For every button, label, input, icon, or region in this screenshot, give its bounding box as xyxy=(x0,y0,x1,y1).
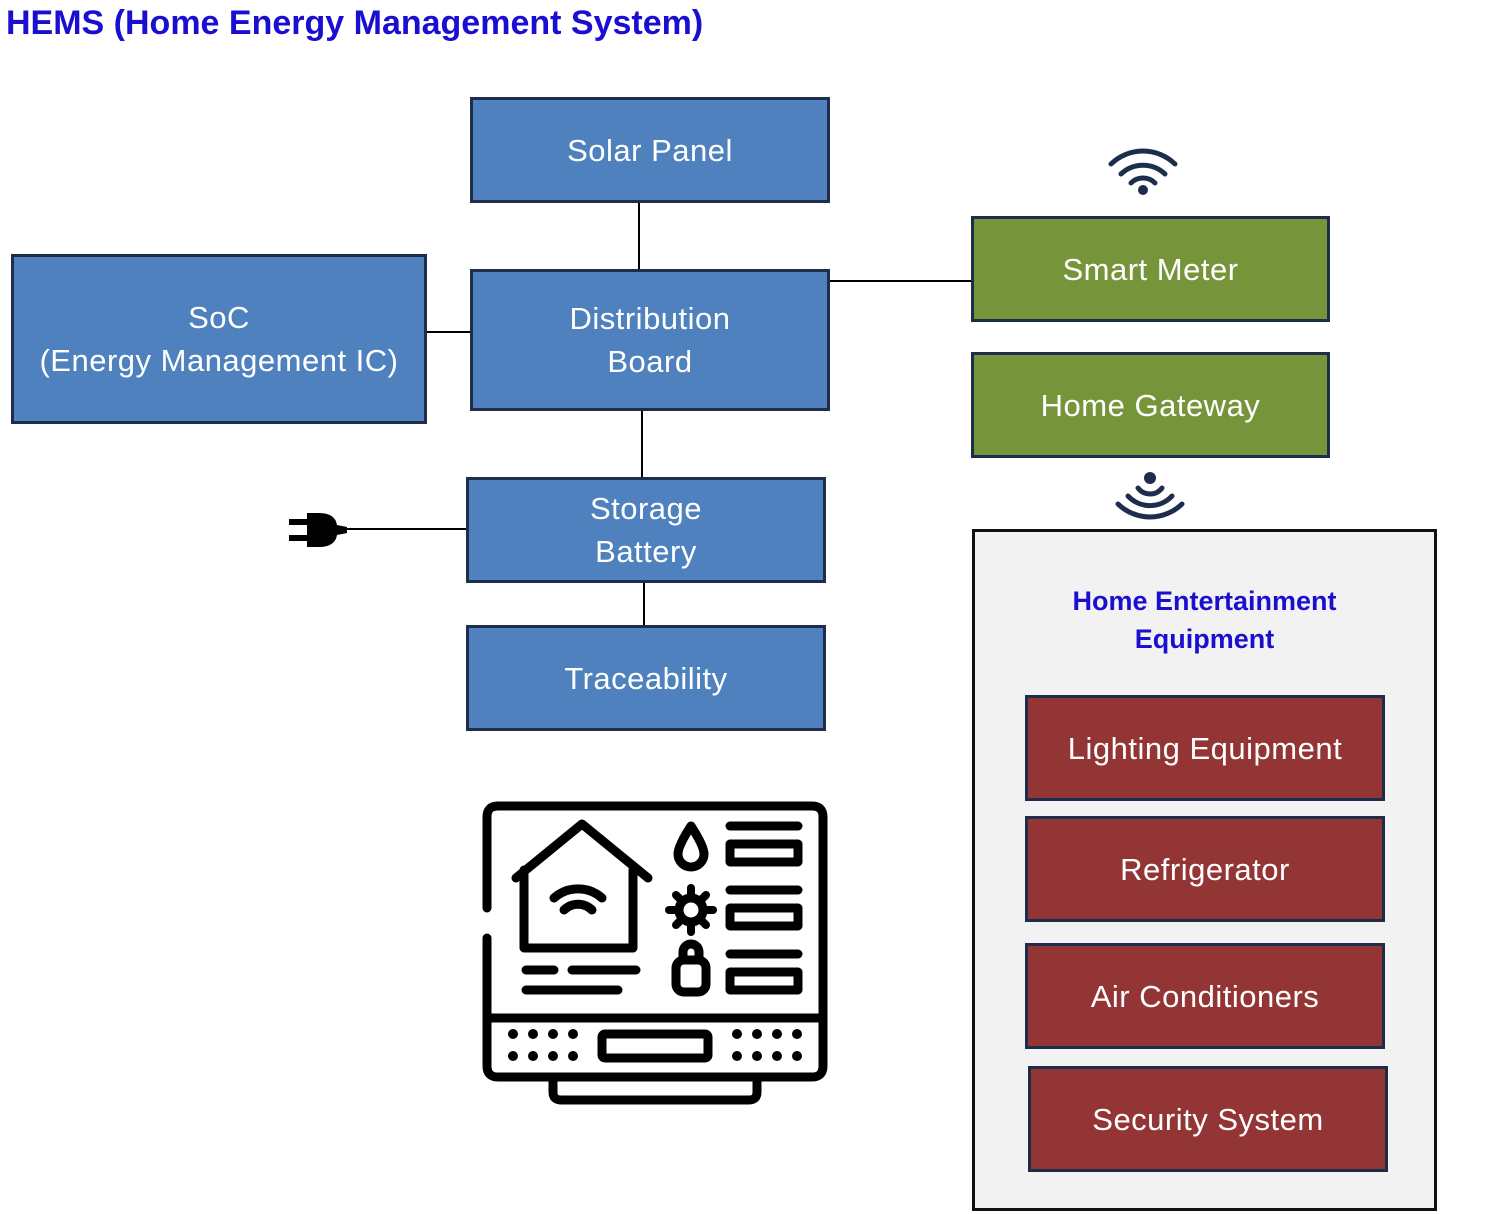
home-entertainment-title: Home Entertainment Equipment xyxy=(975,582,1434,658)
refrigerator-label: Refrigerator xyxy=(1120,851,1290,887)
storage-label-line1: Storage xyxy=(589,491,703,526)
soc-box: SoC (Energy Management IC) xyxy=(11,254,427,424)
connector-storage-traceability xyxy=(643,582,645,628)
security-system-box: Security System xyxy=(1028,1066,1388,1172)
soc-label-line1: SoC xyxy=(188,300,250,335)
wifi-icon xyxy=(1108,148,1178,195)
refrigerator-box: Refrigerator xyxy=(1025,816,1385,922)
distribution-label-line1: Distribution xyxy=(569,301,731,336)
distribution-board-box: Distribution Board xyxy=(470,269,830,411)
traceability-label: Traceability xyxy=(564,660,728,696)
connector-solar-distribution xyxy=(638,202,640,272)
air-conditioners-label: Air Conditioners xyxy=(1090,978,1320,1014)
distribution-label-line2: Board xyxy=(607,344,693,379)
solar-panel-label: Solar Panel xyxy=(567,132,733,168)
smart-meter-label: Smart Meter xyxy=(1062,251,1239,287)
lighting-equipment-label: Lighting Equipment xyxy=(1067,730,1343,766)
smart-meter-box: Smart Meter xyxy=(971,216,1330,322)
connector-plug-storage xyxy=(345,528,468,530)
connector-soc-distribution xyxy=(425,331,473,333)
connector-distribution-storage xyxy=(641,410,643,480)
storage-battery-box: Storage Battery xyxy=(466,477,826,583)
connector-distribution-smart-meter xyxy=(828,280,974,282)
security-system-label: Security System xyxy=(1092,1101,1324,1137)
signal-icon xyxy=(1115,472,1185,520)
smart-home-panel-icon xyxy=(482,801,828,1105)
lighting-equipment-box: Lighting Equipment xyxy=(1025,695,1385,801)
home-entertainment-title-line2: Equipment xyxy=(1134,624,1275,654)
home-entertainment-title-line1: Home Entertainment xyxy=(1072,586,1337,616)
storage-label-line2: Battery xyxy=(595,534,697,569)
home-gateway-label: Home Gateway xyxy=(1040,387,1261,423)
traceability-box: Traceability xyxy=(466,625,826,731)
home-gateway-box: Home Gateway xyxy=(971,352,1330,458)
page-title: HEMS (Home Energy Management System) xyxy=(6,4,704,42)
power-plug-icon xyxy=(289,513,347,547)
soc-label-line2: (Energy Management IC) xyxy=(39,343,399,378)
air-conditioners-box: Air Conditioners xyxy=(1025,943,1385,1049)
solar-panel-box: Solar Panel xyxy=(470,97,830,203)
